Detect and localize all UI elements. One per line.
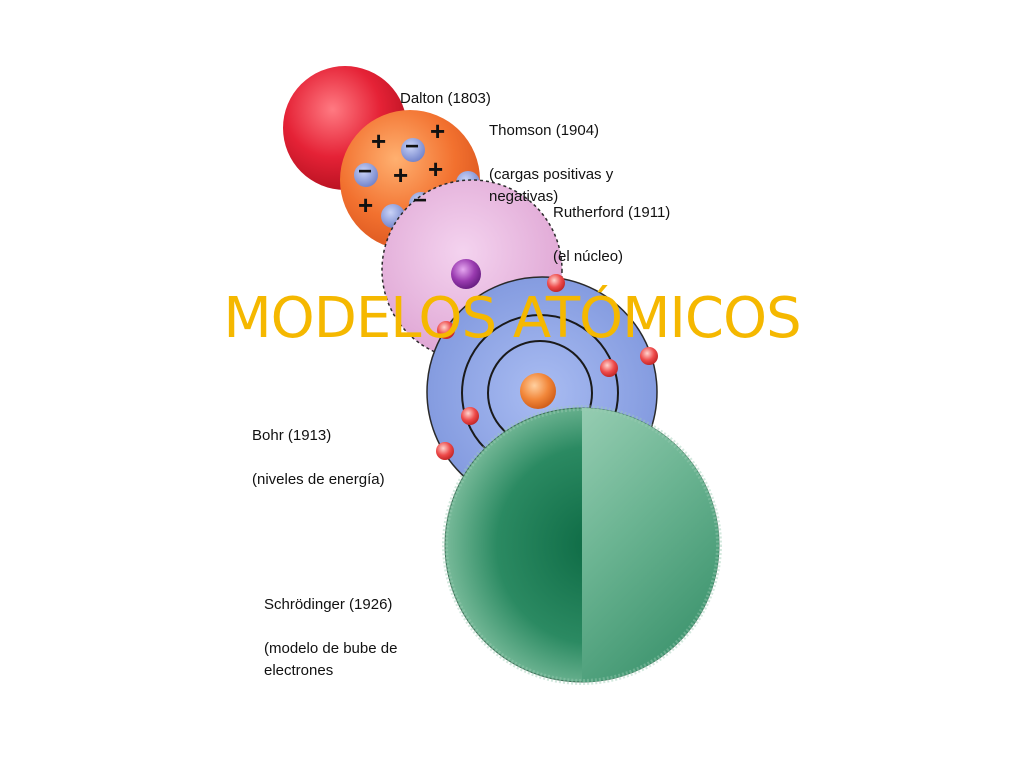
dalton-name: Dalton (1803)	[400, 90, 491, 107]
plus-sign: +	[430, 116, 446, 146]
minus-sign: −	[413, 187, 428, 214]
minus-sign: −	[405, 133, 420, 160]
schrodinger-atom	[442, 405, 722, 685]
electron-icon	[436, 442, 454, 460]
thomson-note: (cargas positivas y negativas)	[489, 166, 614, 205]
plus-sign: +	[358, 190, 374, 220]
bohr-label: Bohr (1913) (niveles de energía)	[252, 403, 385, 513]
slide-title: MODELOS ATÓMICOS	[223, 286, 801, 351]
dalton-label: Dalton (1803)	[400, 66, 491, 110]
electron-icon	[600, 359, 618, 377]
electron-icon	[461, 407, 479, 425]
plus-sign: +	[393, 160, 409, 190]
schrodinger-name: Schrödinger (1926)	[264, 596, 393, 613]
electron-icon	[437, 321, 455, 339]
plus-sign: +	[371, 126, 387, 156]
plus-sign: +	[428, 154, 444, 184]
rutherford-name: Rutherford (1911)	[553, 204, 671, 221]
bohr-note: (niveles de energía)	[252, 471, 385, 488]
electron-icon	[547, 274, 565, 292]
electron-negative-icon	[401, 138, 425, 162]
nucleus-icon	[451, 259, 481, 289]
thomson-label: Thomson (1904) (cargas positivas y negat…	[489, 98, 613, 230]
thomson-name: Thomson (1904)	[489, 122, 600, 139]
nucleus-icon	[520, 373, 556, 409]
schrodinger-note: (modelo de bube de electrones	[264, 640, 398, 679]
rutherford-note: (el núcleo)	[553, 248, 624, 265]
rutherford-label: Rutherford (1911) (el núcleo)	[553, 180, 670, 290]
electron-negative-icon	[354, 163, 378, 187]
minus-sign: −	[358, 158, 373, 185]
schrodinger-label: Schrödinger (1926) (modelo de bube de el…	[264, 572, 397, 704]
electron-icon	[640, 347, 658, 365]
bohr-name: Bohr (1913)	[252, 427, 332, 444]
